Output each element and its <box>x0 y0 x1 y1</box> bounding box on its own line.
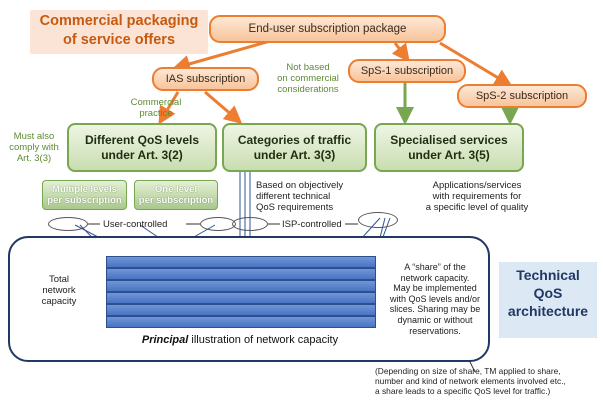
sps2-subscription: SpS-2 subscription <box>457 84 587 108</box>
user-control-ellipse-1 <box>48 217 88 231</box>
end-user-subscription-package: End-user subscription package <box>209 15 446 43</box>
capacity-caption: Principal illustration of network capaci… <box>120 334 360 346</box>
footnote: (Depending on size of share, TM applied … <box>375 366 566 396</box>
qos-levels-box: Different QoS levels under Art. 3(2) <box>67 123 217 172</box>
technical-qos-title: Technical QoS architecture <box>507 267 589 319</box>
traffic-categories-box: Categories of traffic under Art. 3(3) <box>222 123 367 172</box>
caption-rest: illustration of network capacity <box>188 334 339 346</box>
commercial-packaging-title: Commercial packaging of service offers <box>30 12 208 50</box>
arrow-enduser-sps1 <box>391 42 410 63</box>
user-controlled-label: User-controlled <box>103 219 168 230</box>
commercial-packaging-panel <box>30 10 208 54</box>
total-network-capacity-label: Total network capacity <box>41 274 77 307</box>
capacity-lane <box>106 316 376 328</box>
share-description: A “share” of the network capacity. May b… <box>389 262 481 336</box>
one-level-box: One level per subscription <box>134 180 218 210</box>
arrow-ias-traffic <box>204 90 243 124</box>
must-comply-label: Must also comply with Art. 3(3) <box>9 131 59 164</box>
applications-note: Applications/services with requirements … <box>425 180 529 213</box>
multiple-levels-box: Multiple levels per subscription <box>42 180 127 210</box>
capacity-lane <box>106 268 376 280</box>
not-based-label: Not based on commercial considerations <box>277 62 339 95</box>
ias-subscription: IAS subscription <box>152 67 259 91</box>
arrow-ias-qos <box>158 91 180 125</box>
capacity-lane <box>106 304 376 316</box>
isp-control-ellipse-2 <box>358 212 398 228</box>
arrow-enduser-sps2 <box>439 41 513 87</box>
user-control-ellipse-2 <box>200 217 236 231</box>
specialised-services-box: Specialised services under Art. 3(5) <box>374 123 524 172</box>
capacity-lane <box>106 292 376 304</box>
capacity-lane <box>106 280 376 292</box>
capacity-lane <box>106 256 376 268</box>
technical-qos-panel <box>499 262 597 338</box>
arrow-enduser-ias <box>172 39 271 73</box>
objective-requirements-note: Based on objectively different technical… <box>256 180 344 213</box>
isp-control-ellipse-1 <box>232 217 268 231</box>
isp-controlled-label: ISP-controlled <box>282 219 342 230</box>
commercial-title-line2: of service offers <box>62 32 176 48</box>
commercial-practice-label: Commercial practice <box>130 97 182 119</box>
sps1-subscription: SpS-1 subscription <box>348 59 466 83</box>
caption-principal: Principal <box>141 334 189 346</box>
commercial-title-line1: Commercial packaging <box>39 13 199 29</box>
